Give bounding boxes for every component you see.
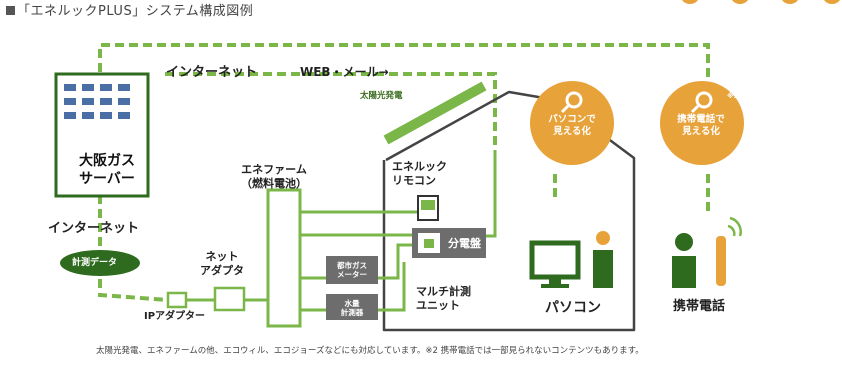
ip-adapter-label: IPアダプター [144,311,206,322]
mobile-bubble-note: ※2 [727,92,739,100]
net-adapter-box [213,286,246,312]
server-windows [64,84,130,119]
mobile-phone-icon [716,236,726,286]
internet-left-label: インターネット [48,221,140,236]
magnifier-icon [690,91,713,114]
web-mail-line [98,43,710,78]
ene-farm-unit [266,188,302,328]
server-label: 大阪ガス サーバー [79,153,135,188]
ip-adapter-box [166,291,188,309]
water-meter-box [326,294,378,320]
page-title: 「エネルックPLUS」システム構成図例 [6,4,254,20]
meter-data-label: 計測データ [72,258,118,268]
upload-line [165,72,497,150]
water-meter-label: 水量 計測器 [340,299,364,317]
mobile-bubble-text: 携帯電話で 見える化 [677,114,725,138]
mobile-visualize-bubble [660,81,744,165]
gas-meter-box [326,256,378,284]
pc-person-icon [593,231,613,288]
mobile-label: 携帯電話 [673,299,726,314]
web-mail-label: WEB・メール→ [300,65,389,79]
footnote: 太陽光発電、エネファームの他、エコウィル、エコジョーズなどにも対応しています。※… [96,346,644,356]
pc-label: パソコン [545,300,601,316]
distribution-panel-label: 分電盤 [448,237,481,250]
remote-label: エネルック リモコン [392,160,447,187]
gas-meter-label: 都市ガス メーター [337,261,367,279]
pc-visualize-bubble [530,81,614,165]
net-adapter-label: ネット アダプタ [200,250,244,277]
mobile-person-icon [672,233,696,288]
square-bullet-icon [6,6,15,15]
internet-left-line [98,195,169,302]
solar-panel [383,81,487,145]
decor-circles [682,0,840,4]
multi-unit-label: マルチ計測 ユニット [416,285,471,312]
internet-top-label: インターネット [166,65,258,80]
magnifier-icon [560,91,583,114]
house-outline [382,90,636,332]
internet-lines [98,43,710,302]
solar-label: 太陽光発電 [360,91,403,101]
server-building [54,72,150,198]
signal-waves-icon [727,216,742,237]
meter-data-oval [60,250,140,276]
pc-bubble-text: パソコンで 見える化 [548,114,596,138]
page-title-text: 「エネルックPLUS」システム構成図例 [17,4,254,19]
ene-farm-label: エネファーム （燃料電池） [241,163,307,190]
pc-monitor [529,240,581,280]
